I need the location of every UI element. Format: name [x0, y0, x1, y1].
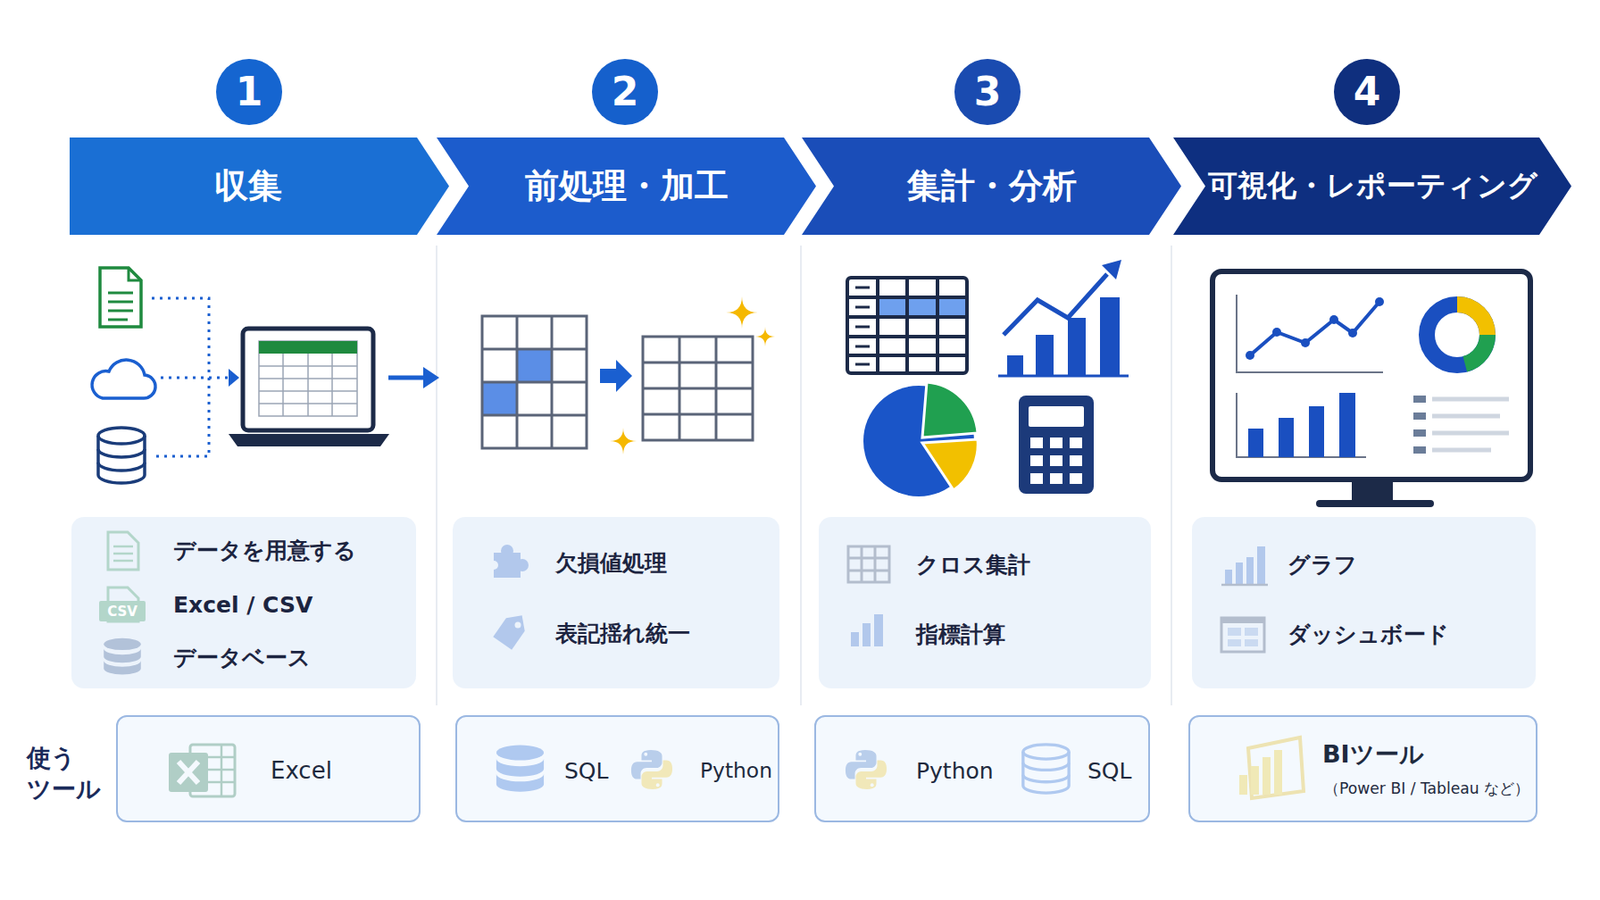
tool-name: Python: [700, 758, 773, 784]
info-panel: データを用意する Excel / CSV データベース: [71, 516, 417, 689]
stage-chevron: 集計・分析: [801, 137, 1182, 235]
step-number-text: 4: [1353, 72, 1382, 112]
tool-box: BIツール （Power BI / Tableau など）: [1188, 715, 1538, 823]
stage-title: 集計・分析: [907, 167, 1077, 206]
stage-title: 可視化・レポーティング: [1208, 169, 1538, 202]
stage-chevron: 収集: [69, 137, 450, 235]
panel-item: 表記揺れ統一: [555, 618, 691, 649]
step-number-text: 3: [974, 72, 1002, 112]
step-number: 4: [1333, 58, 1400, 125]
panel-item: グラフ: [1287, 550, 1358, 580]
info-panel: 欠損値処理表記揺れ統一: [452, 516, 780, 689]
panel-item: Excel / CSV: [173, 591, 313, 618]
panel-item: 欠損値処理: [555, 548, 667, 578]
chevron-fill: [436, 137, 817, 235]
stage-chevron: 可視化・レポーティング: [1173, 137, 1572, 235]
panel-item: データを用意する: [173, 535, 357, 566]
tool-box: Excel: [116, 715, 421, 823]
chevron-fill: [69, 137, 450, 235]
tool-name: SQL: [1087, 758, 1132, 784]
chevron-fill: [1173, 137, 1572, 235]
tool-name: Excel: [270, 757, 333, 784]
tool-box: Python SQL: [814, 715, 1150, 823]
stage-chevron: 前処理・加工: [436, 137, 817, 235]
step-number: 3: [954, 58, 1021, 125]
icon-text: CSV: [107, 603, 138, 620]
panel-item: ダッシュボード: [1287, 619, 1450, 650]
panel-item: 指標計算: [916, 619, 1006, 650]
tool-name: BIツール: [1322, 738, 1425, 771]
step-number: 2: [591, 58, 659, 125]
chevron-fill: [801, 137, 1182, 235]
tool-box: SQL Python: [455, 715, 780, 823]
info-panel: クロス集計指標計算: [818, 516, 1151, 689]
tool-name: SQL: [564, 758, 609, 784]
panel-item: クロス集計: [916, 550, 1031, 580]
tool-name: Python: [916, 758, 994, 784]
stage-title: 前処理・加工: [525, 167, 729, 206]
tool-name: （Power BI / Tableau など）: [1324, 777, 1530, 800]
step-number-text: 2: [611, 72, 640, 112]
panel-item: データベース: [173, 642, 311, 673]
stage-title: 収集: [214, 167, 283, 206]
info-panel: グラフダッシュボード: [1191, 516, 1536, 689]
step-number: 1: [216, 58, 283, 125]
step-number-text: 1: [235, 72, 264, 112]
row-label: 使う ツール: [26, 741, 109, 805]
